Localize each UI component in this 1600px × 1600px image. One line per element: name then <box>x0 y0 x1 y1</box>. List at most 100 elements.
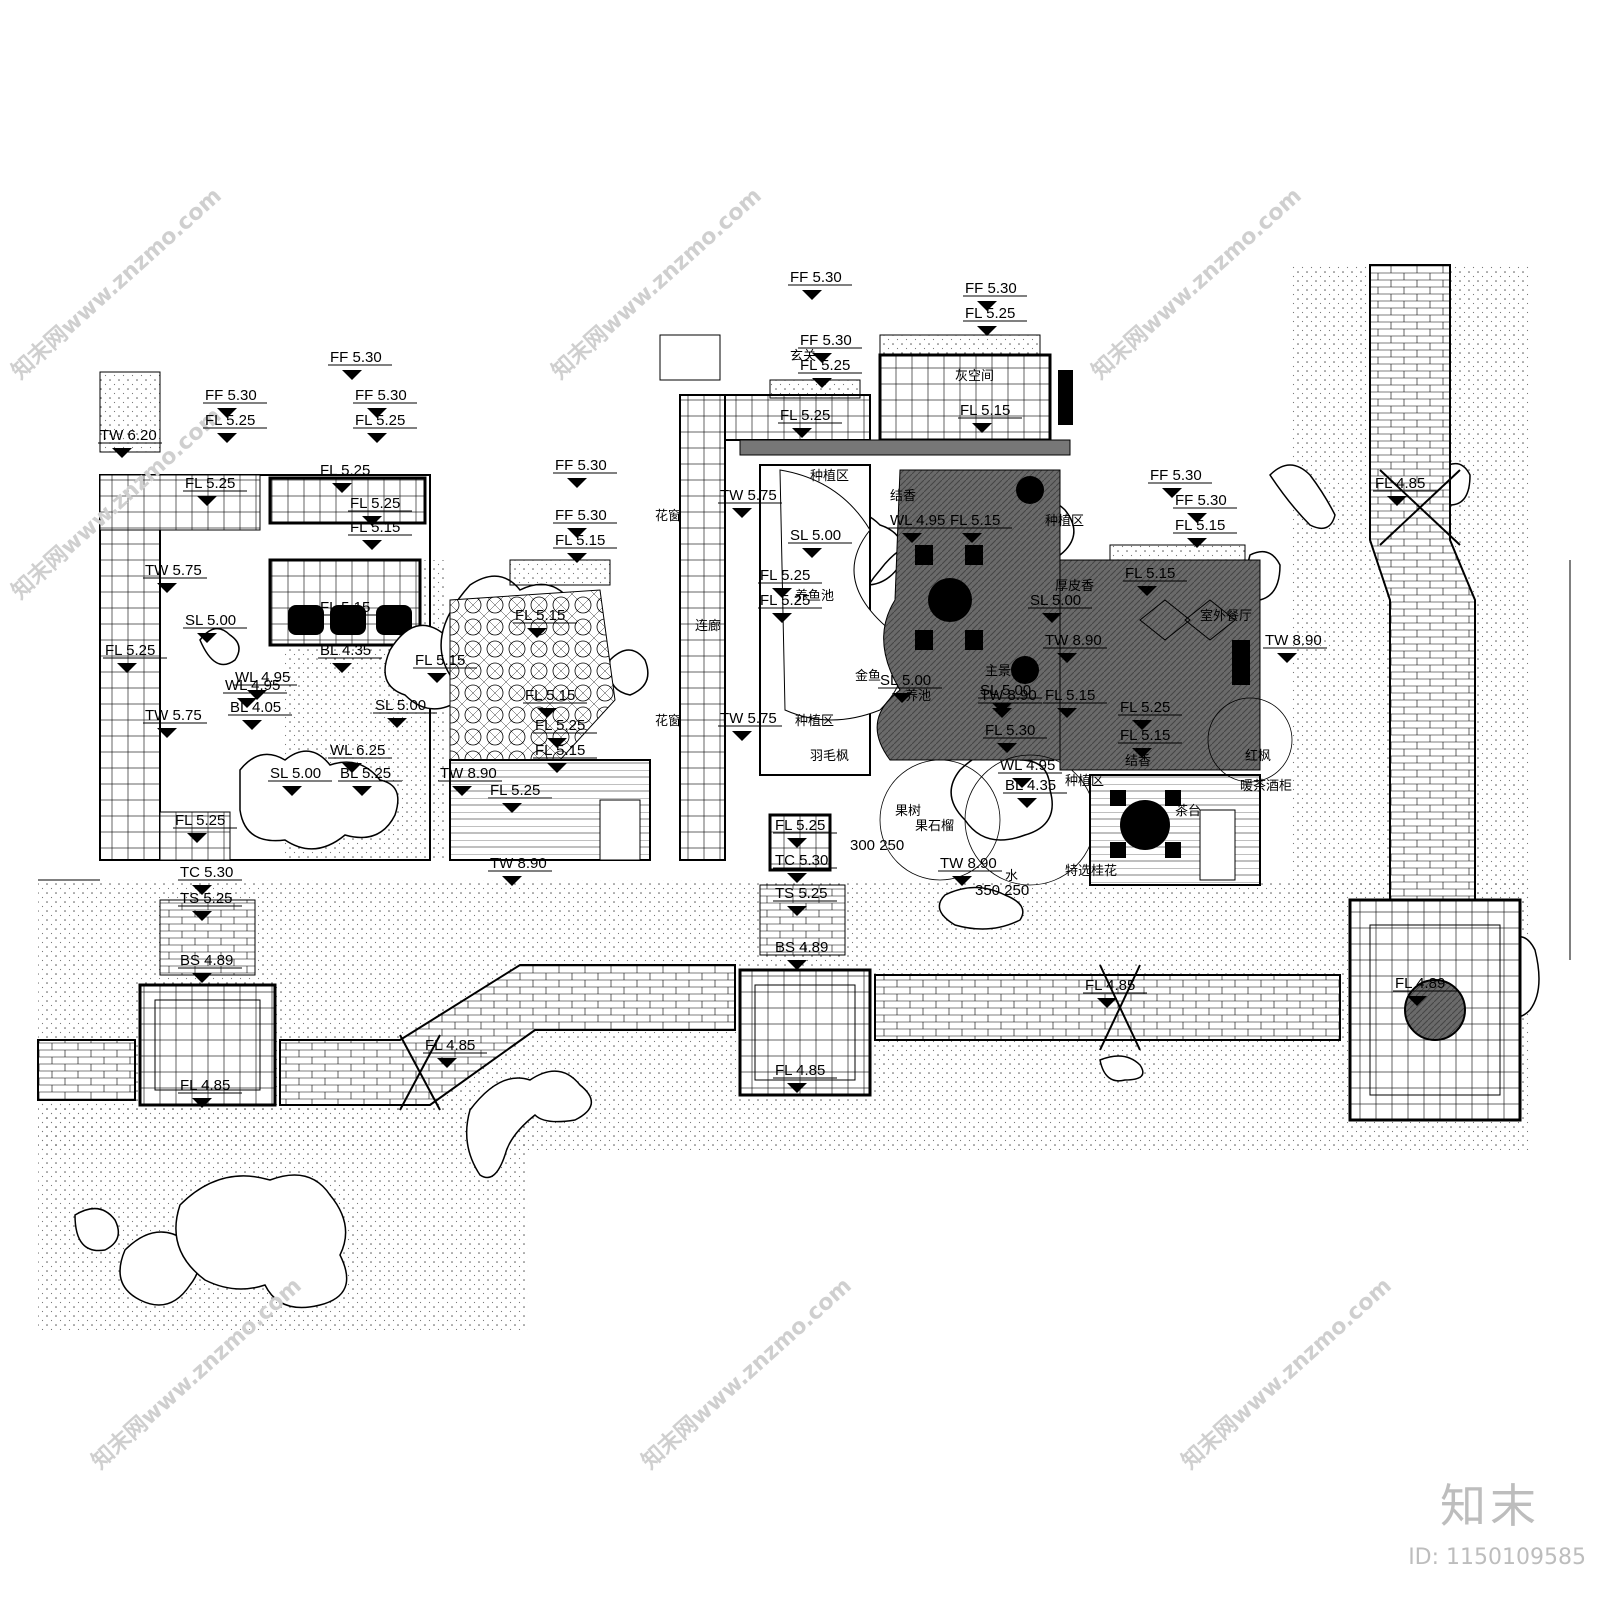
elevation-triangle-icon <box>197 496 217 506</box>
elevation-triangle-icon <box>997 743 1017 753</box>
elevation-marker: FF 5.30 <box>963 280 1027 311</box>
elevation-label: FL 5.25 <box>205 412 255 429</box>
elevation-label: FF 5.30 <box>790 269 842 286</box>
elevation-label: FL 5.25 <box>775 817 825 834</box>
watermark: 知末网www.znzmo.com <box>7 183 227 385</box>
elevation-label: FF 5.30 <box>1175 492 1227 509</box>
elevation-marker: FL 5.25 <box>103 642 167 673</box>
elevation-triangle-icon <box>547 738 567 748</box>
area-label: 结香 <box>890 489 916 504</box>
area-label: 特选桂花 <box>1065 863 1117 879</box>
elevation-marker: TS 5.25 <box>178 890 242 921</box>
elevation-triangle-icon <box>157 583 177 593</box>
elevation-marker: FL 5.15 <box>533 742 597 773</box>
elevation-label: FF 5.30 <box>555 457 607 474</box>
elevation-marker: FL 5.25 <box>173 812 237 843</box>
elevation-marker: FL 5.25 <box>778 407 842 438</box>
elevation-triangle-icon <box>197 633 217 643</box>
elevation-marker: FL 5.15 <box>1043 687 1107 718</box>
elevation-label: TW 8.90 <box>490 855 547 872</box>
elevation-marker: FL 5.25 <box>353 412 417 443</box>
elevation-triangle-icon <box>437 1058 457 1068</box>
right-courtyard <box>1059 544 1293 886</box>
area-label: 茶台 <box>1175 803 1201 819</box>
elevation-label: FL 5.15 <box>320 599 370 616</box>
elevation-marker: WL 4.95 <box>888 512 952 543</box>
elevation-triangle-icon <box>1057 653 1077 663</box>
elevation-label: FL 5.25 <box>535 717 585 734</box>
elevation-marker: FL 5.30 <box>983 722 1047 753</box>
area-label: 种植区 <box>1065 774 1104 789</box>
elevation-label: FL 4.85 <box>1085 977 1135 994</box>
elevation-marker: FL 5.25 <box>963 305 1027 336</box>
elevation-label: BL 4.35 <box>320 642 371 659</box>
elevation-triangle-icon <box>187 833 207 843</box>
elevation-label: FL 5.25 <box>355 412 405 429</box>
elevation-marker: WL 4.95 <box>223 677 287 708</box>
elevation-marker: FF 5.30 <box>788 269 852 300</box>
elevation-triangle-icon <box>537 708 557 718</box>
elevation-marker: BL 4.35 <box>318 642 382 673</box>
elevation-triangle-icon <box>342 370 362 380</box>
elevation-label: TW 8.90 <box>1265 632 1322 649</box>
elevation-marker: FL 5.25 <box>488 782 552 813</box>
elevation-label: FL 5.15 <box>960 402 1010 419</box>
elevation-label: SL 5.00 <box>790 527 841 544</box>
elevation-triangle-icon <box>1407 996 1427 1006</box>
elevation-marker: BL 5.25 <box>338 765 402 796</box>
elevation-marker: FL 5.15 <box>958 402 1022 433</box>
elevation-label: FF 5.30 <box>1150 467 1202 484</box>
area-label: 室外餐厅 <box>1200 608 1252 624</box>
elevation-marker: FF 5.30 <box>1148 467 1212 498</box>
elevation-marker: FL 5.25 <box>758 592 822 623</box>
elevation-label: FF 5.30 <box>555 507 607 524</box>
elevation-marker: BL 4.35 <box>1003 777 1067 808</box>
elevation-triangle-icon <box>157 728 177 738</box>
elevation-triangle-icon <box>527 628 547 638</box>
elevation-label: FL 5.15 <box>555 532 605 549</box>
elevation-triangle-icon <box>362 540 382 550</box>
elevation-triangle-icon <box>892 693 912 703</box>
elevation-triangle-icon <box>217 433 237 443</box>
elevation-label: BL 5.25 <box>340 765 391 782</box>
elevation-triangle-icon <box>192 885 212 895</box>
elevation-label: WL 6.25 <box>330 742 385 759</box>
elevation-marker: FL 4.85 <box>1373 475 1437 506</box>
elevation-triangle-icon <box>117 663 137 673</box>
area-label: 水 <box>1005 869 1018 884</box>
elevation-triangle-icon <box>1017 798 1037 808</box>
elevation-label: FF 5.30 <box>800 332 852 349</box>
elevation-marker: TS 5.25 <box>773 885 837 916</box>
elevation-marker: FL 5.25 <box>318 462 382 493</box>
elevation-triangle-icon <box>282 786 302 796</box>
elevation-marker: FL 5.25 <box>798 357 862 388</box>
elevation-triangle-icon <box>1187 538 1207 548</box>
area-label: 灰空间 <box>955 369 994 384</box>
area-label: 养池 <box>905 688 931 704</box>
elevation-marker: FL 5.15 <box>948 512 1012 543</box>
elevation-label: TC 5.30 <box>775 852 828 869</box>
elevation-label: FL 5.30 <box>985 722 1035 739</box>
elevation-triangle-icon <box>902 533 922 543</box>
dimension-label: 300 250 <box>850 837 904 854</box>
elevation-label: FL 5.15 <box>950 512 1000 529</box>
elevation-label: FL 5.15 <box>1125 565 1175 582</box>
elevation-label: TW 5.75 <box>145 707 202 724</box>
elevation-triangle-icon <box>952 876 972 886</box>
area-label: 玄关 <box>790 349 816 364</box>
left-courtyard <box>99 474 431 1107</box>
elevation-triangle-icon <box>1042 613 1062 623</box>
elevation-marker: FL 5.25 <box>1118 699 1182 730</box>
elevation-marker: FL 4.85 <box>1083 977 1147 1008</box>
image-id: ID: 1150109585 <box>1408 1545 1586 1570</box>
elevation-label: TW 8.90 <box>980 687 1037 704</box>
elevation-triangle-icon <box>977 301 997 311</box>
elevation-marker: TW 8.90 <box>938 855 1002 886</box>
elevation-label: TS 5.25 <box>775 885 828 902</box>
area-label: 结香 <box>1125 754 1151 769</box>
elevation-label: TW 8.90 <box>1045 632 1102 649</box>
elevation-triangle-icon <box>1132 748 1152 758</box>
elevation-marker: TW 8.90 <box>438 765 502 796</box>
elevation-label: FL 5.15 <box>1175 517 1225 534</box>
